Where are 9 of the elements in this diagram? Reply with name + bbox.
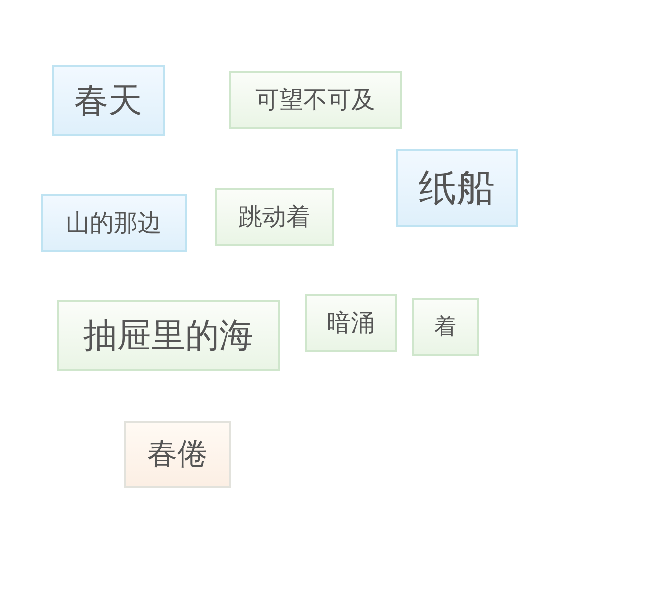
word-tag: 纸船 (396, 149, 518, 227)
word-tag: 着 (412, 298, 479, 356)
word-tag: 山的那边 (41, 194, 187, 252)
word-tag: 暗涌 (305, 294, 397, 352)
word-tag: 春天 (52, 65, 165, 136)
word-tag: 春倦 (124, 421, 231, 488)
word-tag: 跳动着 (215, 188, 334, 246)
word-tag: 抽屉里的海 (57, 300, 280, 371)
word-tag: 可望不可及 (229, 71, 402, 129)
